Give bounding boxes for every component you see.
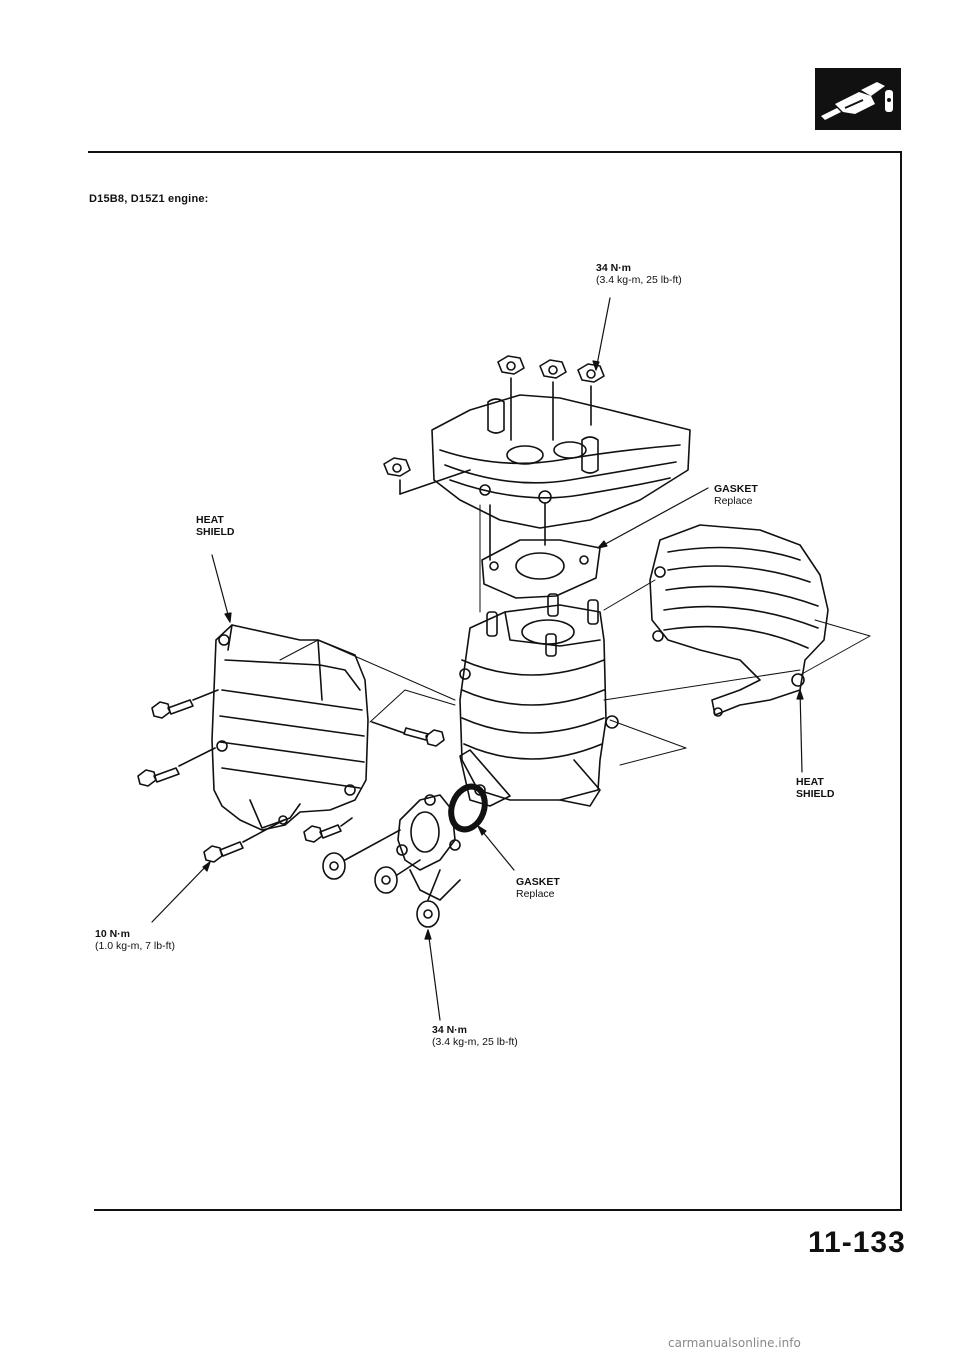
torque-callout-bottom-conversion: (3.4 kg-m, 25 lb-ft) bbox=[432, 1036, 518, 1048]
page-number: 11-133 bbox=[808, 1226, 906, 1259]
heat-shield-callout-right-line1: HEAT bbox=[796, 776, 824, 788]
lower-flange bbox=[396, 794, 461, 901]
upper-gasket bbox=[481, 502, 601, 599]
exhaust-manifold-section-icon bbox=[815, 68, 901, 130]
lower-nuts bbox=[322, 829, 441, 928]
gasket-callout-top-note: Replace bbox=[714, 495, 753, 507]
frame-top-rule bbox=[88, 151, 901, 153]
lower-gasket-ring bbox=[448, 783, 488, 833]
gasket-callout-top: GASKET Replace bbox=[714, 483, 758, 507]
torque-callout-bolts: 10 N·m (1.0 kg-m, 7 lb-ft) bbox=[95, 928, 175, 952]
torque-callout-top-conversion: (3.4 kg-m, 25 lb-ft) bbox=[596, 274, 682, 286]
torque-callout-bolts-value: 10 N·m bbox=[95, 928, 131, 940]
heat-shield-callout-right-line2: SHIELD bbox=[796, 788, 835, 800]
assembly-guide-lines bbox=[279, 504, 871, 766]
gasket-callout-bottom: GASKET Replace bbox=[516, 876, 560, 900]
watermark: carmanualsonline.info bbox=[668, 1336, 801, 1350]
heat-shield-right bbox=[649, 524, 829, 717]
exhaust-manifold bbox=[459, 593, 619, 807]
heat-shield-callout-left-line2: SHIELD bbox=[196, 526, 235, 538]
heat-shield-callout-left-line1: HEAT bbox=[196, 514, 224, 526]
heat-shield-bolts bbox=[137, 689, 445, 863]
torque-callout-bolts-conversion: (1.0 kg-m, 7 lb-ft) bbox=[95, 940, 175, 952]
heat-shield-left bbox=[211, 624, 369, 831]
heat-shield-callout-right: HEAT SHIELD bbox=[796, 776, 835, 800]
gasket-callout-top-title: GASKET bbox=[714, 483, 758, 495]
torque-callout-bottom-value: 34 N·m bbox=[432, 1024, 468, 1036]
gasket-callout-bottom-title: GASKET bbox=[516, 876, 560, 888]
torque-callout-top-value: 34 N·m bbox=[596, 262, 632, 274]
cylinder-head bbox=[431, 394, 691, 529]
top-nuts bbox=[383, 355, 605, 495]
gasket-callout-bottom-note: Replace bbox=[516, 888, 555, 900]
frame-right-rule bbox=[900, 151, 902, 1211]
engine-label: D15B8, D15Z1 engine: bbox=[89, 193, 209, 205]
frame-bottom-rule bbox=[94, 1209, 902, 1211]
torque-callout-top: 34 N·m (3.4 kg-m, 25 lb-ft) bbox=[596, 262, 682, 286]
torque-callout-bottom: 34 N·m (3.4 kg-m, 25 lb-ft) bbox=[432, 1024, 518, 1048]
heat-shield-callout-left: HEAT SHIELD bbox=[196, 514, 235, 538]
callout-leaders bbox=[151, 297, 804, 1021]
